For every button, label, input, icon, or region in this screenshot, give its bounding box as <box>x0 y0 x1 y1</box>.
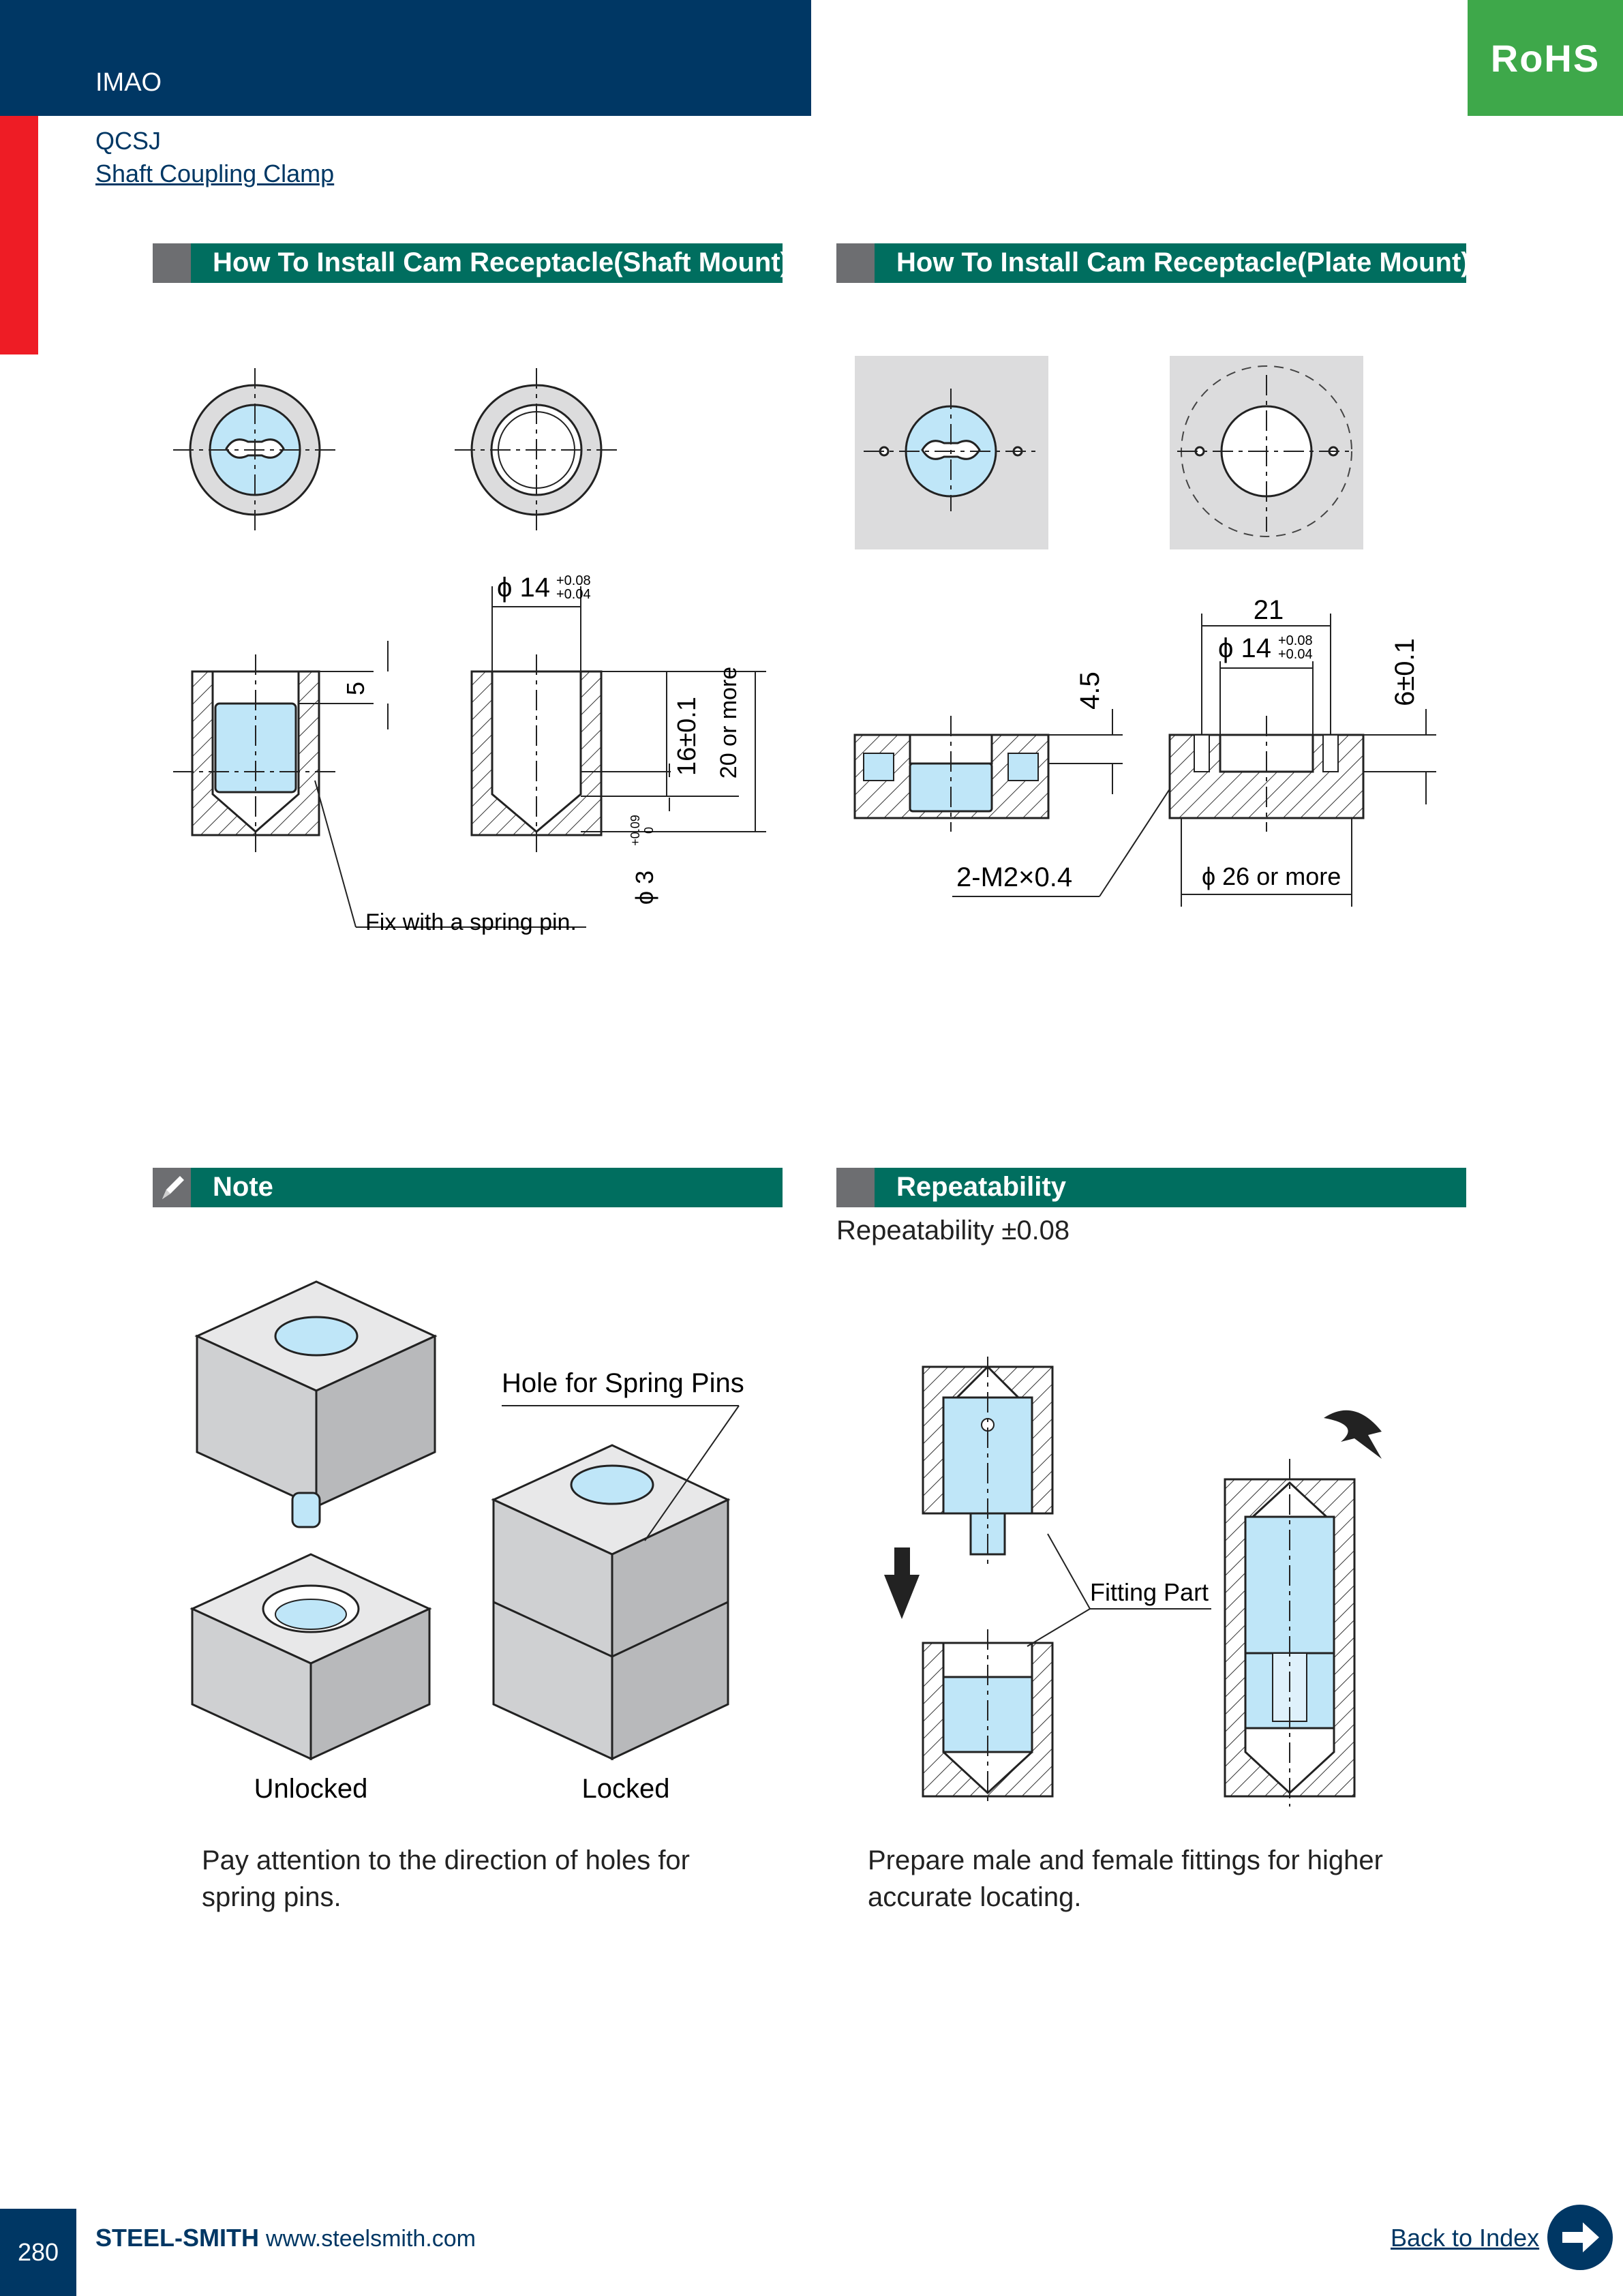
top-view-with-receptacle <box>173 368 337 532</box>
product-name-link[interactable]: Shaft Coupling Clamp <box>95 160 335 187</box>
section-bore <box>470 586 766 852</box>
hole-label: Hole for Spring Pins <box>502 1368 744 1398</box>
section-header-repeatability: Repeatability <box>836 1168 1466 1207</box>
back-to-index-link[interactable]: Back to Index <box>1391 2224 1540 2252</box>
note-text-line1: Pay attention to the direction of holes … <box>202 1845 690 1875</box>
footer-brand: STEEL-SMITH www.steelsmith.com <box>95 2224 476 2252</box>
arrow-right-icon <box>1562 2222 1599 2252</box>
section-with-receptacle <box>173 641 586 928</box>
section-header-shaft-mount: How To Install Cam Receptacle(Shaft Moun… <box>153 243 789 283</box>
dim-tol-upper: +0.08 <box>556 573 591 588</box>
dim-26: ϕ 26 or more <box>1202 862 1341 890</box>
plate-top-view-bore <box>1170 356 1363 549</box>
dim-5: 5 <box>342 682 369 695</box>
dim-4-5: 4.5 <box>1075 671 1105 710</box>
locked-caption: Locked <box>582 1774 670 1804</box>
female-fitting <box>922 1629 1054 1807</box>
section-title: Note <box>213 1172 273 1202</box>
dim-dia-14: ϕ 14 <box>497 573 550 603</box>
dim-tol-lower-plate: +0.04 <box>1278 647 1313 662</box>
unlocked-upper-block <box>194 1280 438 1528</box>
down-arrow-icon <box>884 1547 920 1619</box>
dim-pin-tol-upper: +0.09 <box>628 815 642 846</box>
repeatability-text-line2: accurate locating. <box>868 1882 1082 1912</box>
shaft-mount-drawing: 5 Fix with a spring pin. ϕ 14 +0.08 +0.0… <box>173 368 766 935</box>
repeatability-value: Repeatability ±0.08 <box>836 1215 1070 1245</box>
section-title: Repeatability <box>896 1172 1066 1202</box>
note-text-line2: spring pins. <box>202 1882 342 1912</box>
plate-mount-drawing: 4.5 2-M2×0.4 21 ϕ 14 +0.08 +0.04 6±0.1 ϕ… <box>853 356 1436 907</box>
fitting-label: Fitting Part <box>1090 1578 1209 1606</box>
rohs-badge: RoHS <box>1468 0 1623 116</box>
male-fitting <box>922 1357 1054 1568</box>
dim-6: 6±0.1 <box>1390 638 1420 706</box>
dim-20: 20 or more <box>716 667 742 779</box>
screw-spec: 2-M2×0.4 <box>956 862 1072 892</box>
product-code: QCSJ <box>95 127 162 155</box>
section-header-note: Note <box>153 1168 783 1207</box>
rotate-arrow-icon <box>1324 1410 1382 1459</box>
top-view-bore <box>455 368 618 532</box>
repeatability-text-line1: Prepare male and female fittings for hig… <box>868 1845 1383 1875</box>
back-arrow-button[interactable] <box>1547 2205 1613 2270</box>
dim-pin-tol-lower: 0 <box>642 827 656 834</box>
dim-tol-upper-plate: +0.08 <box>1278 633 1313 648</box>
plate-section-with-receptacle <box>853 709 1192 897</box>
pencil-icon <box>162 1176 184 1199</box>
dim-tol-lower: +0.04 <box>556 587 591 602</box>
dim-dia-14-plate: ϕ 14 <box>1218 633 1271 663</box>
assembled-fitting <box>1224 1459 1356 1807</box>
dim-pin-dia: ϕ 3 <box>631 871 658 905</box>
unlocked-caption: Unlocked <box>254 1774 368 1804</box>
locked-stack <box>491 1444 731 1761</box>
accent-strip <box>0 116 38 354</box>
repeatability-illustration: Fitting Part <box>884 1357 1382 1807</box>
page-number: 280 <box>0 2209 76 2296</box>
plate-top-view-with-receptacle <box>855 356 1048 549</box>
plate-section-bore <box>1168 614 1436 907</box>
spring-pin-note: Fix with a spring pin. <box>365 909 577 935</box>
note-illustration: Hole for Spring Pins Unlocked Locked <box>189 1280 744 1804</box>
section-header-plate-mount: How To Install Cam Receptacle(Plate Moun… <box>836 243 1470 283</box>
footer-site: www.steelsmith.com <box>266 2226 476 2252</box>
footer-brand-name: STEEL-SMITH <box>95 2224 259 2252</box>
brand-label: IMAO <box>95 68 162 97</box>
section-title: How To Install Cam Receptacle(Shaft Moun… <box>213 247 789 277</box>
section-title: How To Install Cam Receptacle(Plate Moun… <box>896 247 1470 277</box>
unlocked-lower-block <box>189 1553 432 1761</box>
dim-16: 16±0.1 <box>673 697 701 776</box>
dim-21: 21 <box>1254 595 1284 625</box>
header-band <box>0 0 811 116</box>
